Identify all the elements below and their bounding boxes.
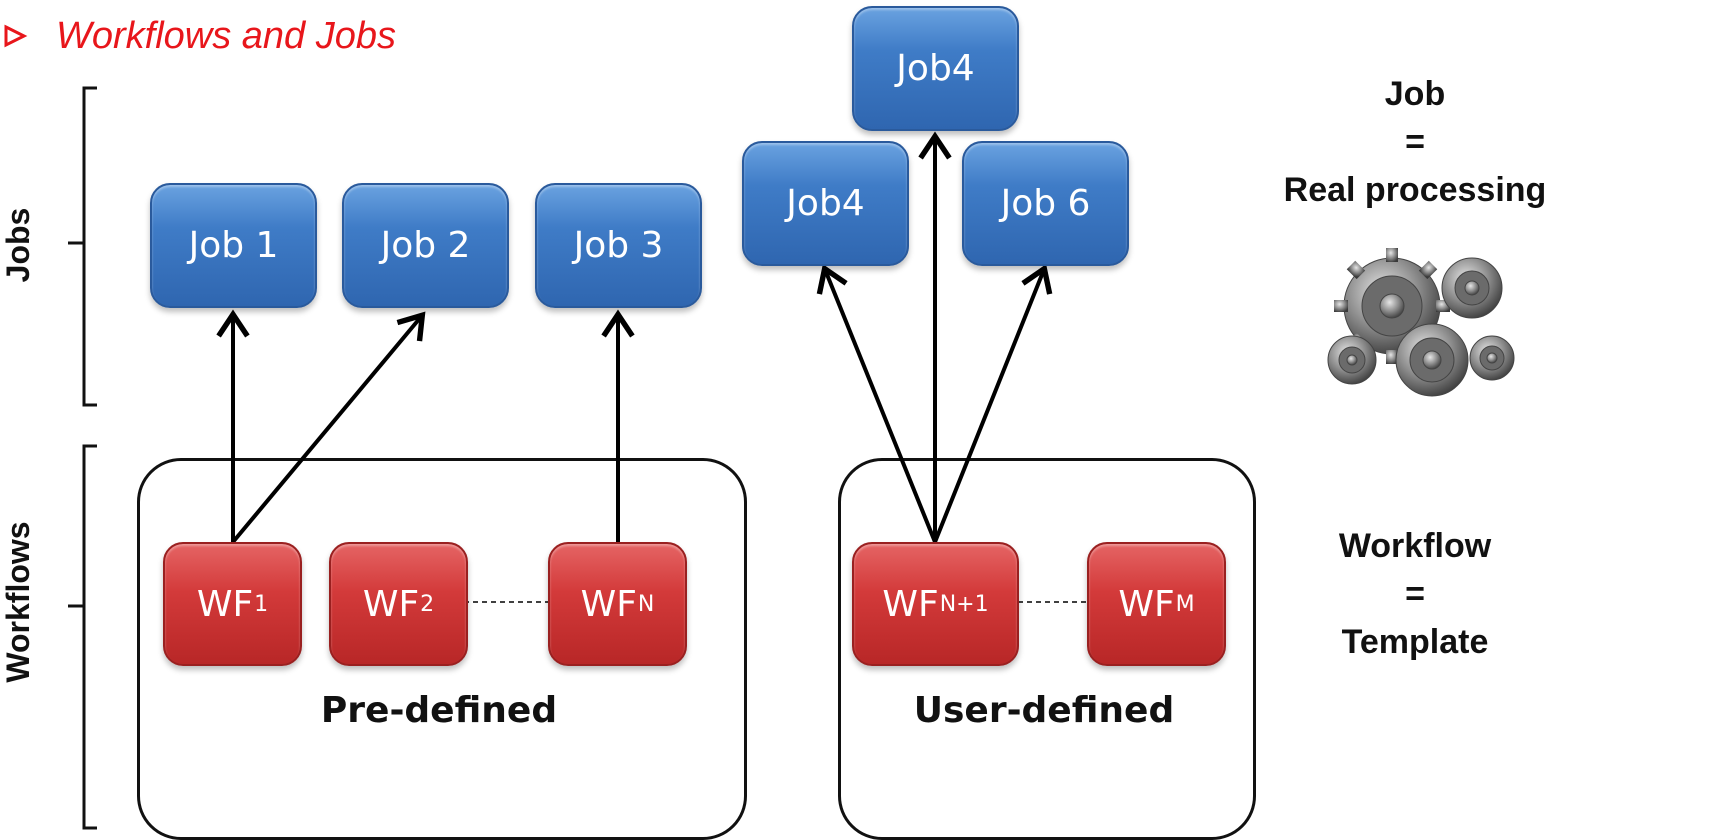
workflow-legend-equals: = bbox=[1405, 575, 1425, 613]
wf-n-base: WF bbox=[580, 583, 637, 625]
slide-title: Workflows and Jobs bbox=[56, 14, 397, 57]
job-6-node: Job 6 bbox=[962, 141, 1129, 266]
job-4-top-node: Job4 bbox=[852, 6, 1019, 131]
wf-1-sub: 1 bbox=[254, 591, 269, 617]
userdefined-label: User-defined bbox=[913, 690, 1175, 731]
gears-icon bbox=[1327, 248, 1515, 397]
wf-m-sub: M bbox=[1175, 591, 1195, 617]
side-brackets bbox=[68, 86, 97, 830]
wf-n-sub: N bbox=[637, 591, 655, 617]
job-4-left-node: Job4 bbox=[742, 141, 909, 266]
job-legend-equals: = bbox=[1405, 123, 1425, 161]
wf-1-base: WF bbox=[196, 583, 254, 625]
job-legend-desc: Real processing bbox=[1283, 171, 1547, 209]
job-3-node: Job 3 bbox=[535, 183, 702, 308]
job-legend-title: Job bbox=[1384, 75, 1446, 113]
workflow-legend-desc: Template bbox=[1341, 623, 1489, 661]
wf-2-sub: 2 bbox=[420, 591, 435, 617]
arrow-wfn1-job4-left bbox=[816, 264, 937, 543]
workflow-legend-title: Workflow bbox=[1338, 527, 1492, 565]
job-2-node: Job 2 bbox=[342, 183, 509, 308]
arrow-wfn1-job6 bbox=[933, 264, 1053, 543]
arrow-wf1-job2 bbox=[231, 311, 426, 544]
workflow-legend: Workflow = Template bbox=[1255, 522, 1575, 666]
wf-2-base: WF bbox=[362, 583, 420, 625]
wf-n1-base: WF bbox=[882, 583, 939, 625]
triangle-outline-icon bbox=[4, 24, 28, 48]
slide-header: Workflows and Jobs bbox=[0, 6, 396, 66]
predefined-label: Pre-defined bbox=[320, 690, 558, 731]
wf-n1-sub: N+1 bbox=[939, 591, 989, 617]
wf-m-base: WF bbox=[1118, 583, 1175, 625]
job-1-node: Job 1 bbox=[150, 183, 317, 308]
job-legend: Job = Real processing bbox=[1255, 70, 1575, 214]
